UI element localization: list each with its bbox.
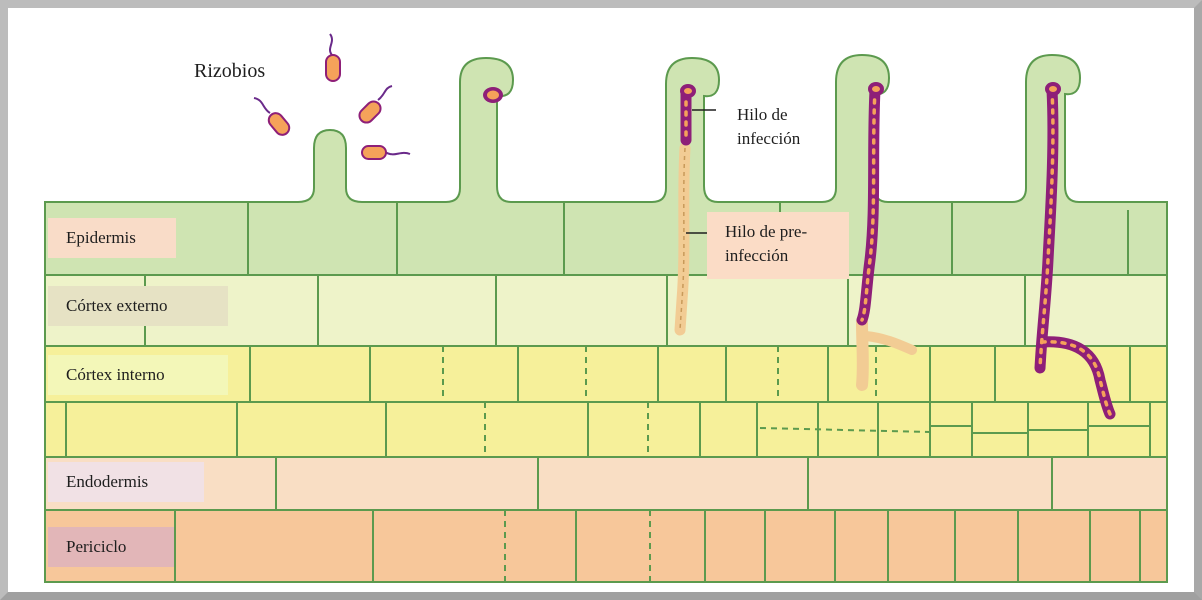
cortex-externo-label: Córtex externo <box>48 286 228 326</box>
endodermis-label: Endodermis <box>48 462 204 502</box>
cortex-interno-layer-lower <box>45 402 1167 457</box>
rizobios-label: Rizobios <box>194 60 265 83</box>
trapped-bacterium-stage4 <box>868 82 884 96</box>
rizobio-bacterium <box>326 34 340 81</box>
periciclo-layer <box>45 510 1167 582</box>
trapped-bacterium-stage2 <box>483 87 503 103</box>
hilo-infeccion-line2: infección <box>737 127 800 151</box>
rizobio-bacterium <box>254 98 292 138</box>
preinfection-thread-stage4-a <box>862 322 863 385</box>
rizobio-bacterium <box>362 146 410 159</box>
hilo-preinfeccion-line2: infección <box>725 244 849 268</box>
endodermis-layer <box>45 457 1167 510</box>
periciclo-label: Periciclo <box>48 527 174 567</box>
epidermis-label: Epidermis <box>48 218 176 258</box>
hilo-infeccion-line1: Hilo de <box>737 103 800 127</box>
rizobio-bacterium <box>357 86 392 125</box>
hilo-preinfeccion-line1: Hilo de pre- <box>725 220 849 244</box>
trapped-bacterium-stage3 <box>680 84 696 98</box>
trapped-bacterium-stage5 <box>1045 82 1061 96</box>
hilo-infeccion-label: Hilo de infección <box>737 103 800 151</box>
cortex-interno-label: Córtex interno <box>48 355 228 395</box>
epidermis-layer <box>45 55 1167 275</box>
hilo-preinfeccion-label: Hilo de pre- infección <box>707 212 849 279</box>
